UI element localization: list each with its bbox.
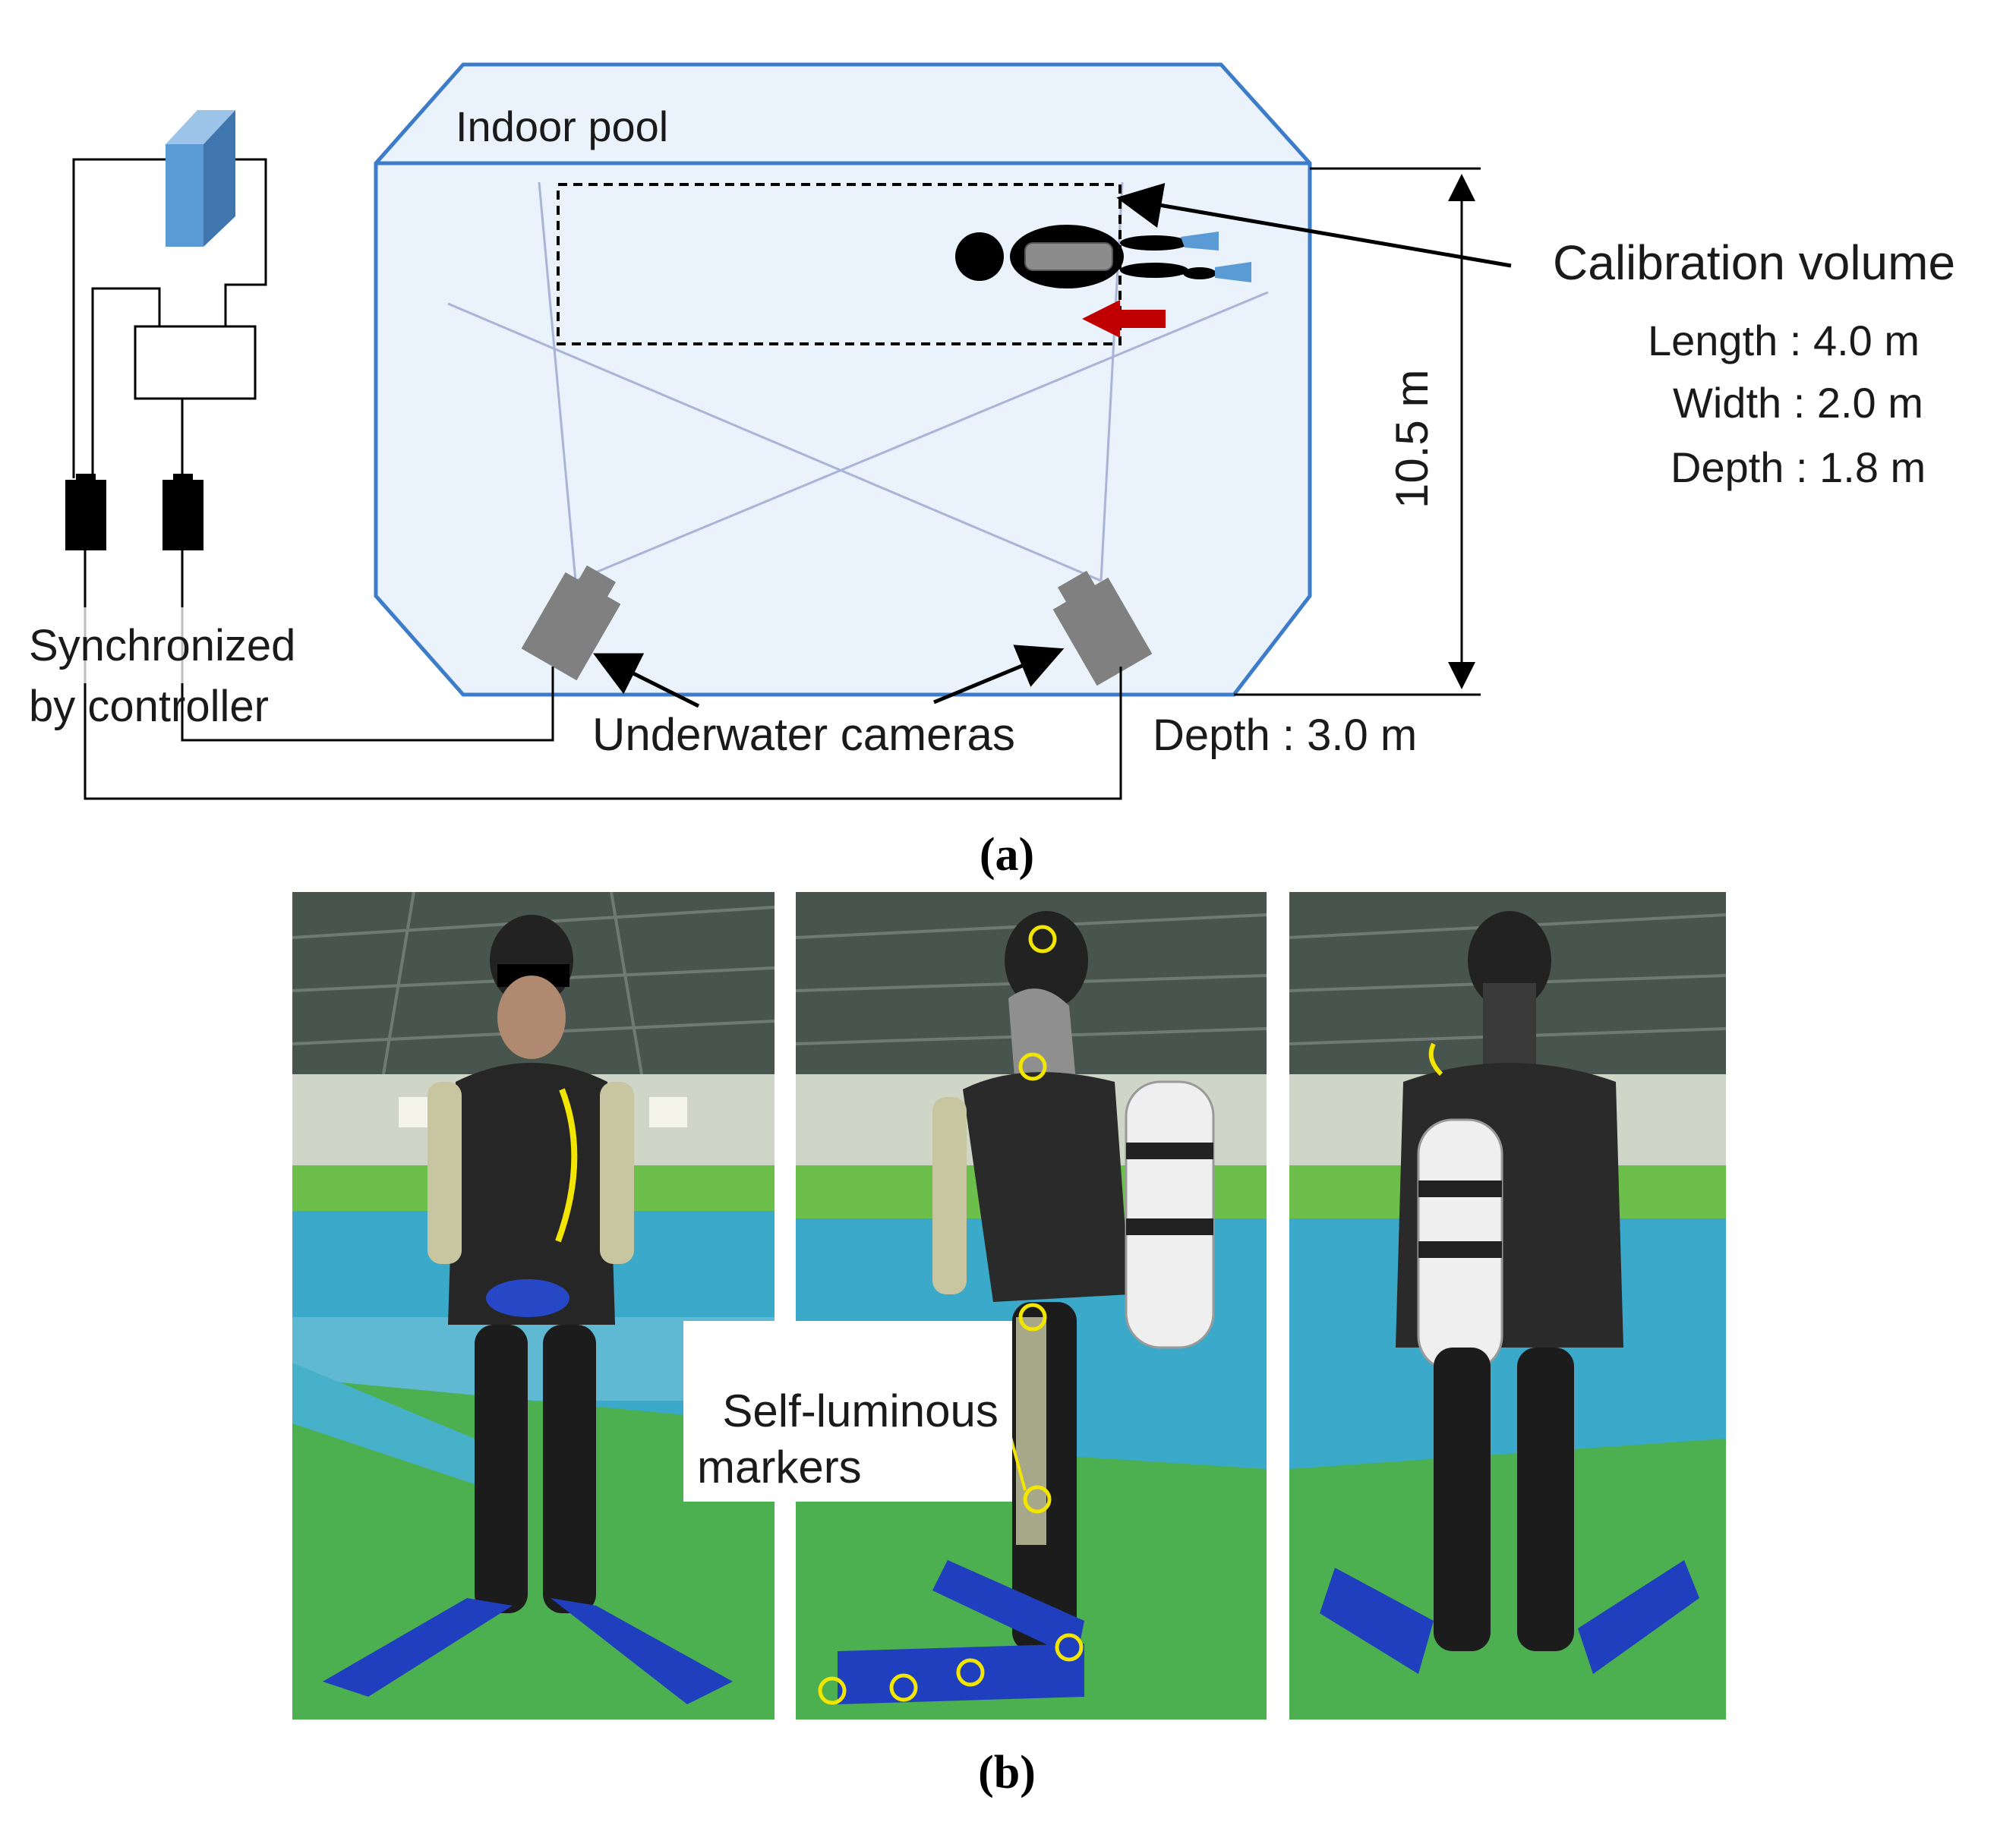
- pool-width-dimension: [1234, 167, 1481, 696]
- controller-box: [134, 325, 257, 400]
- calibration-title: Calibration volume: [1553, 235, 1955, 290]
- swim-direction-arrow: [1082, 300, 1166, 338]
- computer-icon: [166, 110, 235, 247]
- calibration-length: Length : 4.0 m: [1648, 317, 1920, 364]
- pool-depth-label: Depth : 3.0 m: [1153, 711, 1417, 760]
- camera-recorder-2: [162, 480, 203, 550]
- marker-points: [818, 925, 1084, 1705]
- calibration-depth: Depth : 1.8 m: [1671, 443, 1926, 491]
- sync-label: Synchronized by controller: [29, 621, 308, 731]
- caption-b: (b): [978, 1747, 1036, 1798]
- markers-callout: Self-luminous markers: [683, 1321, 1012, 1502]
- camera-arrow-right: [933, 645, 1065, 705]
- calibration-arrow: [1116, 182, 1512, 268]
- camera-recorder-1: [65, 480, 106, 550]
- calibration-width: Width : 2.0 m: [1673, 379, 1923, 427]
- wiring: [72, 158, 267, 607]
- photo-side: [796, 892, 1267, 1720]
- sync-label-line2: by controller: [29, 682, 269, 731]
- wiring-lower: [84, 607, 1122, 800]
- camera-left-icon: [521, 565, 621, 681]
- cameras-label: Underwater cameras: [592, 709, 1015, 760]
- pool-title: Indoor pool: [456, 102, 668, 150]
- camera-right-icon: [1052, 570, 1153, 686]
- diver-icon: [955, 225, 1251, 288]
- camera-arrow-left: [593, 653, 700, 708]
- caption-a: (a): [980, 829, 1034, 881]
- photo-back: [1289, 892, 1726, 1720]
- photo-front: [292, 892, 775, 1720]
- markers-label: Self-luminous markers: [697, 1385, 999, 1493]
- pool-outline: [374, 62, 1312, 697]
- pool-width-label: 10.5 m: [1387, 370, 1437, 509]
- sync-label-line1: Synchronized: [29, 621, 295, 670]
